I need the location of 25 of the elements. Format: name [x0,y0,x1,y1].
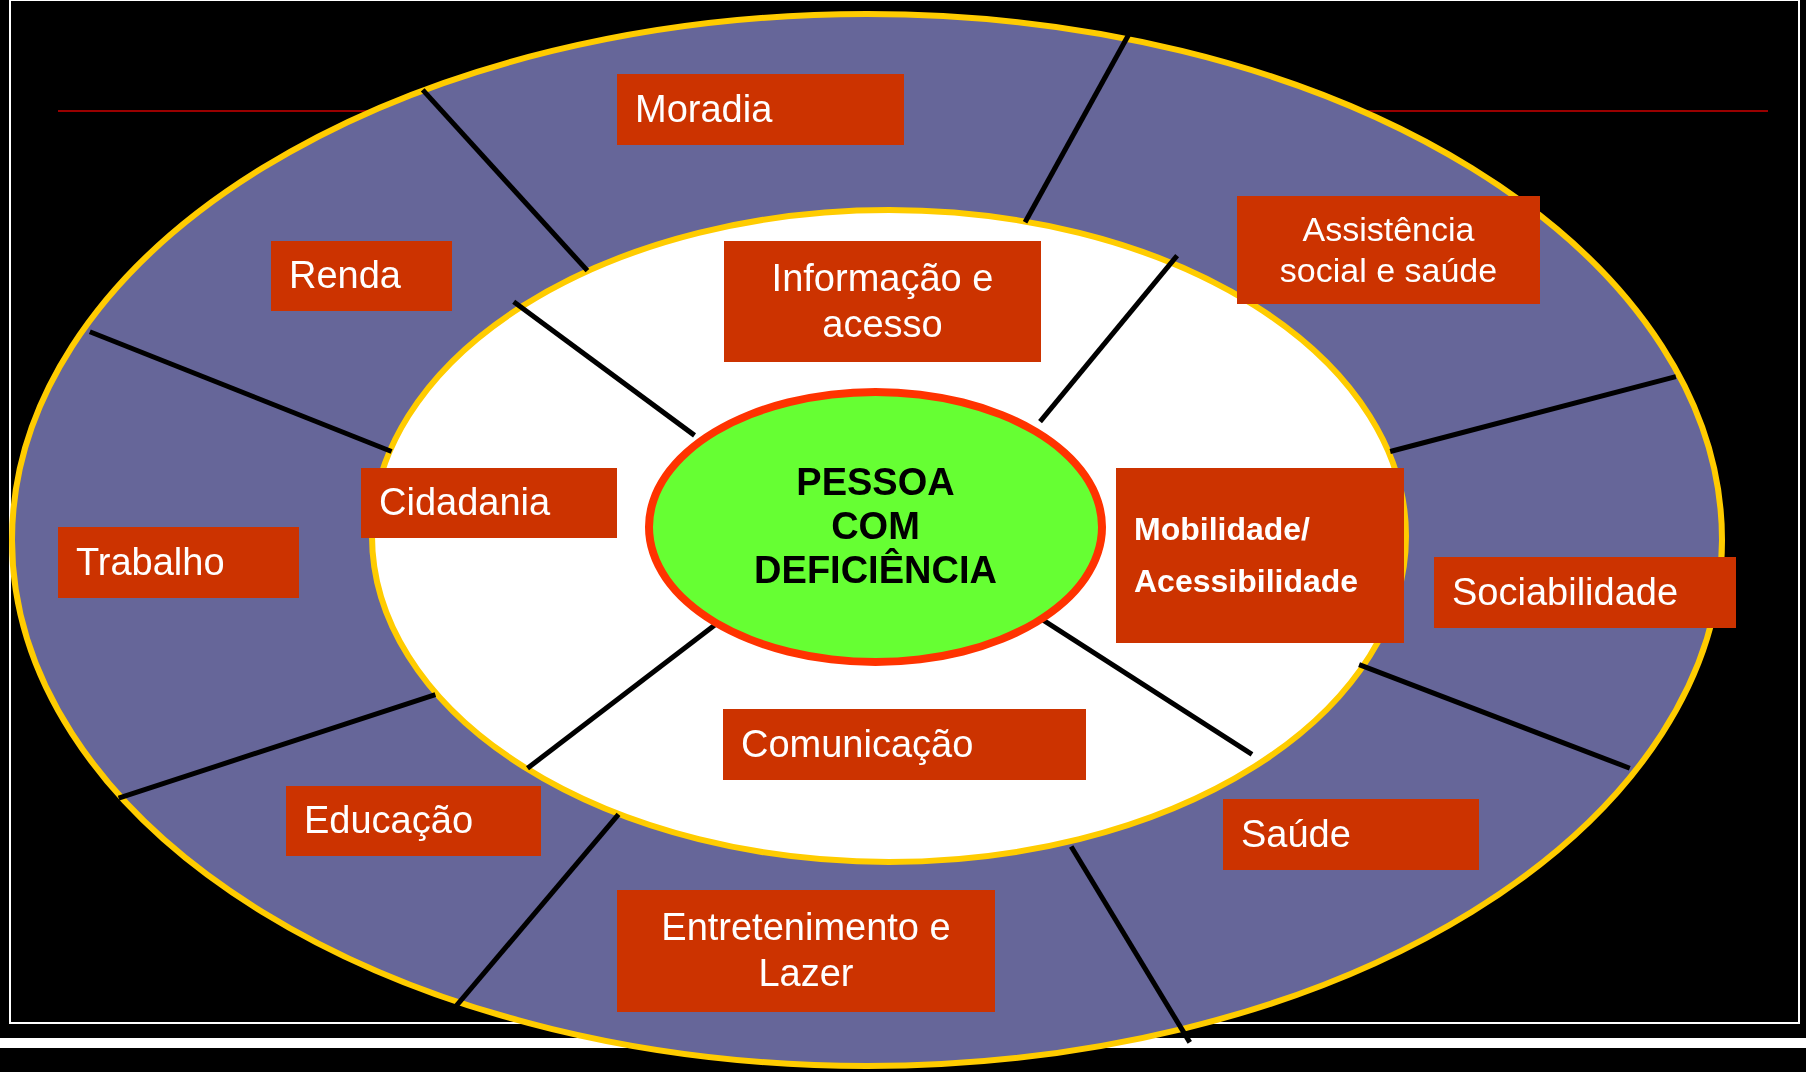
topic-box [617,74,904,145]
topic-box [1237,196,1540,304]
topic-label: Informação e acesso [770,255,995,347]
topic-box [286,786,541,856]
topic-label: Saúde [1241,811,1351,857]
topic-box [617,890,995,1012]
topic-box [724,241,1041,362]
topic-label: Renda [289,253,401,299]
topic-label: Cidadania [379,480,551,526]
topic-label: Entretenimento e Lazer [660,905,952,996]
topic-box [1223,799,1479,870]
topic-box [58,527,299,598]
topic-box [723,709,1086,780]
topic-box [1434,557,1736,628]
topic-label: Mobilidade/ Acessibilidade [1134,510,1360,601]
topic-label: Trabalho [76,539,225,585]
topic-label: Moradia [635,86,773,132]
topic-label: Comunicação [741,721,974,767]
topic-label: Educação [304,798,473,844]
topic-box [1116,468,1404,643]
topic-box [361,468,617,538]
topic-label: Sociabilidade [1452,569,1679,615]
topic-label: PESSOA COM DEFICIÊNCIA [753,461,998,593]
topic-label: Assistência social e saúde [1278,209,1499,291]
topic-box [271,241,452,311]
